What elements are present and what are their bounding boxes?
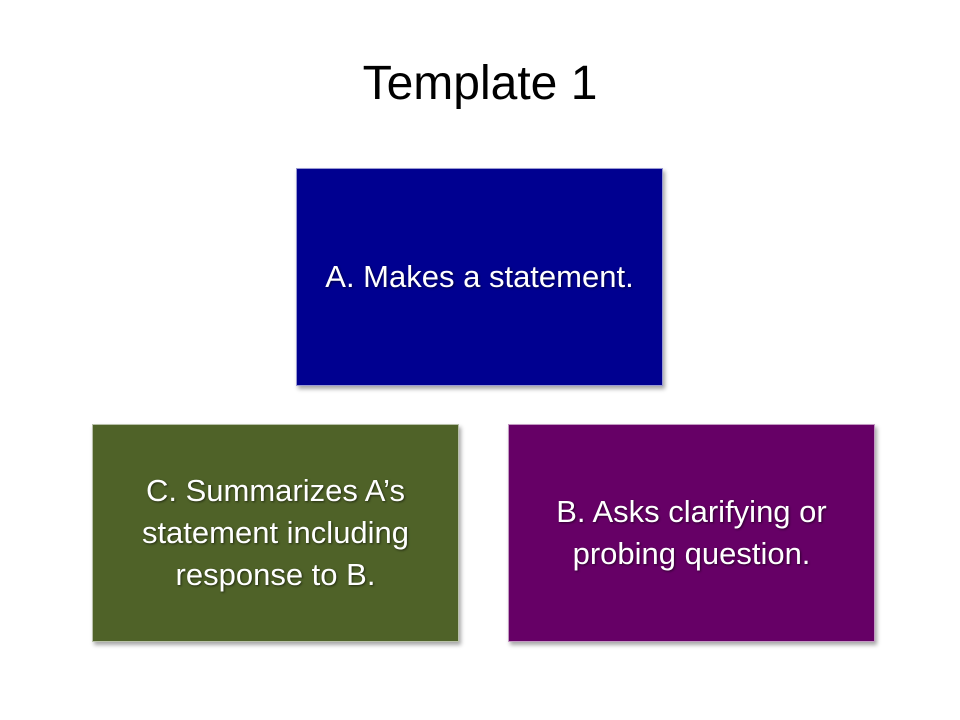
box-b-question: B. Asks clarifying or probing question. <box>508 424 875 642</box>
box-c-label: C. Summarizes A’s statement including re… <box>141 473 410 592</box>
box-a-label: A. Makes a statement. <box>325 259 634 295</box>
box-b-label: B. Asks clarifying or probing question. <box>556 494 827 571</box>
slide-title: Template 1 <box>362 57 598 110</box>
box-a-statement: A. Makes a statement. <box>296 168 663 386</box>
box-c-summarize: C. Summarizes A’s statement including re… <box>92 424 459 642</box>
